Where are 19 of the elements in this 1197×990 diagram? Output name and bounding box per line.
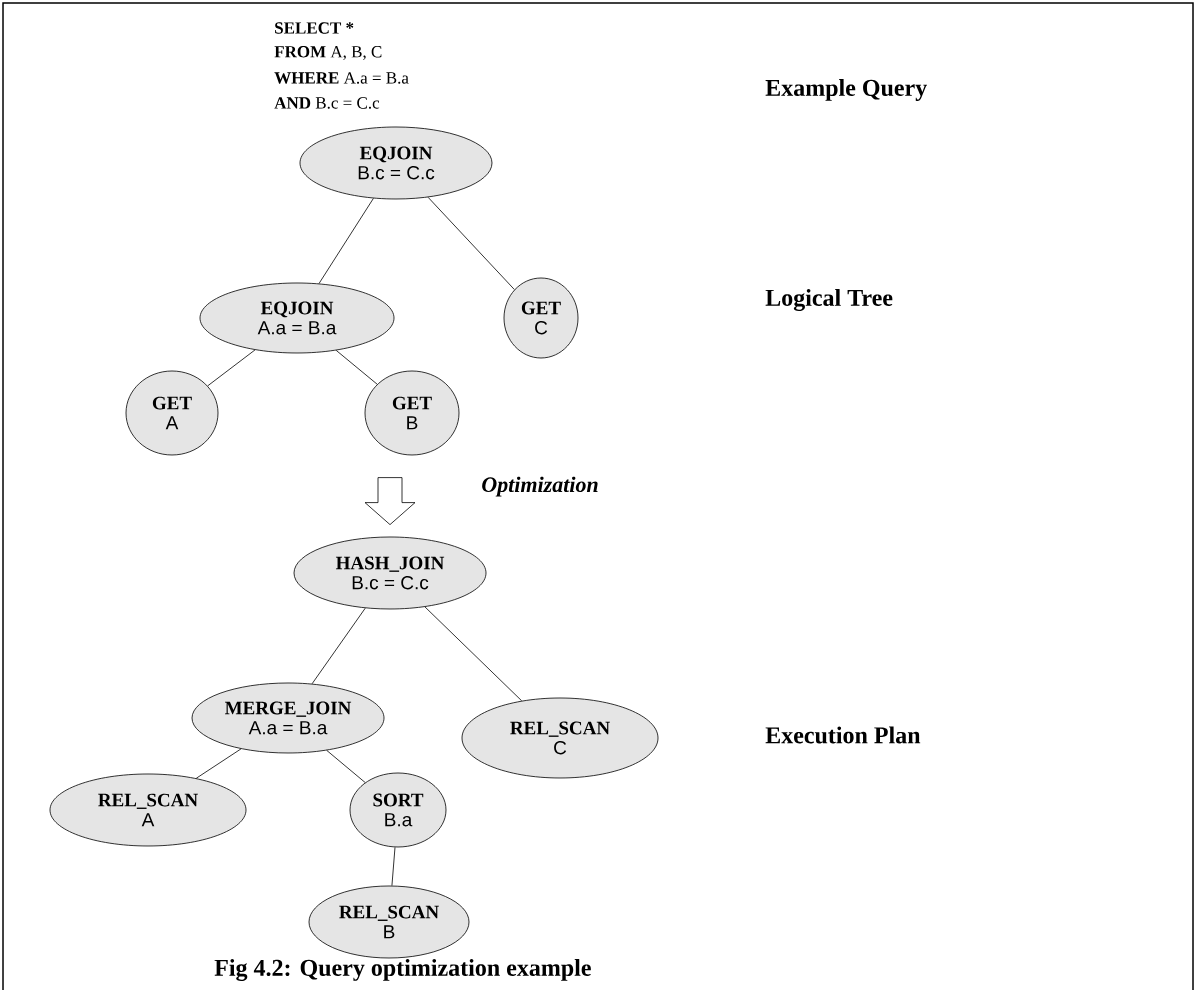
tree-edge — [391, 846, 396, 886]
section-label: Logical Tree — [765, 289, 893, 311]
query-line: FROM A, B, C — [274, 46, 382, 60]
block-arrow — [364, 477, 416, 525]
tree-edge — [318, 198, 374, 284]
edge-label: Optimization — [482, 476, 598, 497]
tree-edge — [424, 606, 523, 702]
tree-edge — [335, 350, 378, 385]
tree-edge — [207, 349, 256, 387]
tree-edge — [326, 750, 366, 783]
tree-edge — [195, 748, 242, 779]
query-line: WHERE A.a = B.a — [274, 72, 409, 84]
tree-edge — [311, 607, 366, 685]
query-line: SELECT * — [275, 22, 354, 34]
query-line: AND B.c = C.c — [274, 97, 380, 109]
tree-edge — [427, 196, 515, 290]
caption: Fig 4.2: Query optimization example — [214, 959, 591, 981]
section-label: Execution Plan — [765, 726, 921, 744]
section-label: Example Query — [765, 79, 927, 101]
